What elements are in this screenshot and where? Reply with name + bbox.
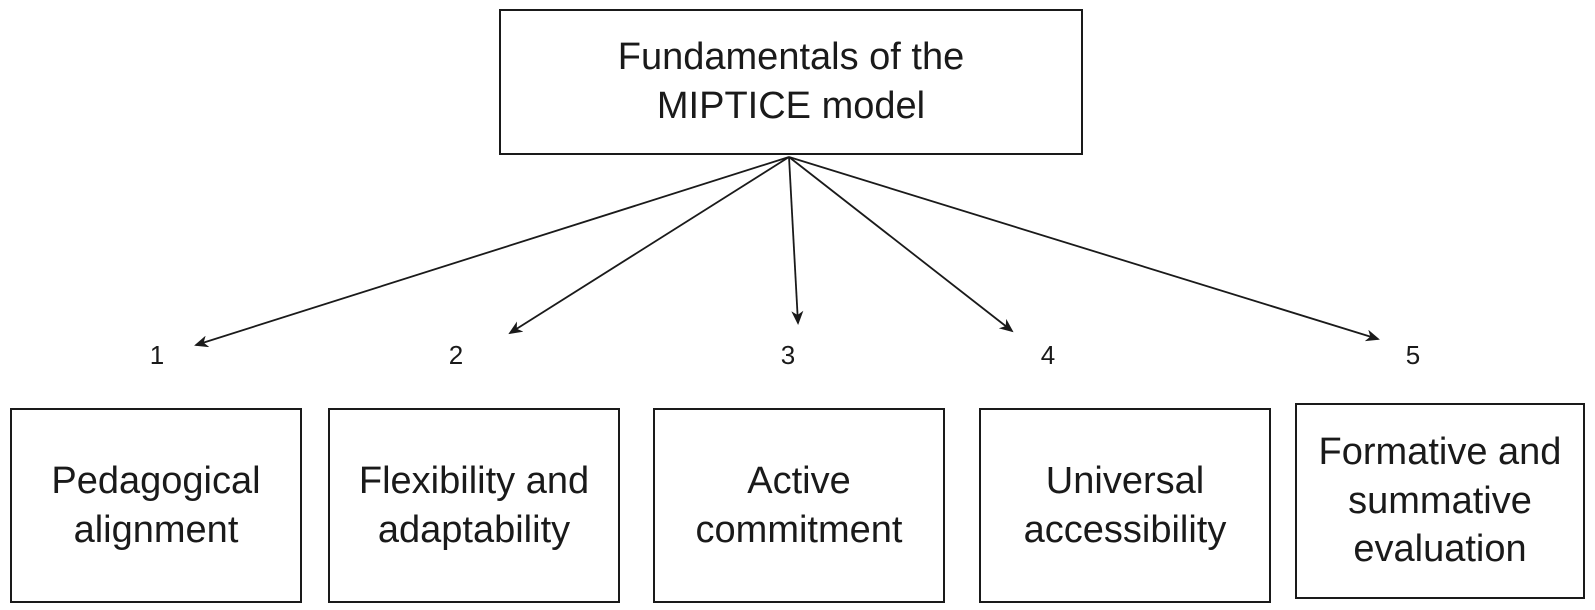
child-node-formative-summative-evaluation: Formative and summative evaluation	[1295, 403, 1585, 599]
child-node-active-commitment: Active commitment	[653, 408, 945, 603]
child-node-flexibility-adaptability: Flexibility and adaptability	[328, 408, 620, 603]
arrow-to-2	[508, 156, 790, 335]
child-number-3: 3	[780, 340, 796, 370]
child-number-1: 1	[149, 340, 165, 370]
child-node-label: Pedagogical alignment	[51, 459, 261, 551]
child-number-4: 4	[1040, 340, 1056, 370]
child-number-5: 5	[1405, 340, 1421, 370]
arrow-to-4	[788, 156, 1014, 333]
child-node-label: Flexibility and adaptability	[358, 459, 590, 551]
child-node-label: Active commitment	[695, 459, 903, 551]
arrow-to-5	[788, 156, 1380, 342]
arrow-to-1	[194, 156, 790, 348]
child-number-2: 2	[448, 340, 464, 370]
child-node-universal-accessibility: Universal accessibility	[979, 408, 1271, 603]
child-node-pedagogical-alignment: Pedagogical alignment	[10, 408, 302, 603]
arrow-to-3	[788, 156, 804, 325]
root-node-label: Fundamentals of the MIPTICE model	[617, 36, 965, 127]
child-node-label: Formative and summative evaluation	[1318, 431, 1562, 571]
root-node: Fundamentals of the MIPTICE model	[499, 9, 1083, 155]
child-node-label: Universal accessibility	[1023, 459, 1227, 551]
